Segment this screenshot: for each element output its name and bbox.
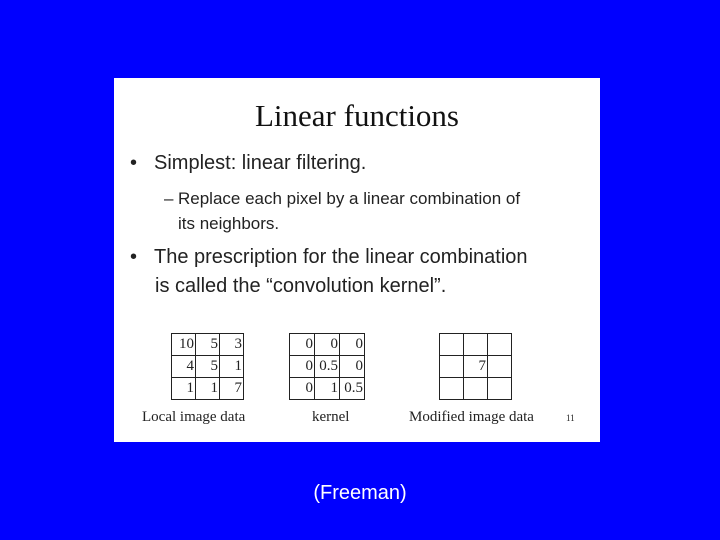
grid-cell bbox=[463, 377, 488, 400]
grid-cell bbox=[439, 333, 464, 356]
grid-cell: 4 bbox=[171, 355, 196, 378]
grid-cell: 5 bbox=[195, 333, 220, 356]
grid-cell: 1 bbox=[195, 377, 220, 400]
slide-title: Linear functions bbox=[254, 98, 459, 133]
sub-bullet-line-2: its neighbors. bbox=[178, 214, 280, 233]
grid-cell: 0.5 bbox=[314, 355, 340, 378]
grid-cell: 10 bbox=[171, 333, 196, 356]
grid-cell: 0 bbox=[289, 355, 315, 378]
grid-cell: 0.5 bbox=[339, 377, 365, 400]
grid-cell: 0 bbox=[289, 333, 315, 356]
grid-cell bbox=[487, 355, 512, 378]
bullet-2-line-2: is called the “convolution kernel”. bbox=[155, 275, 447, 297]
grid-cell: 7 bbox=[219, 377, 244, 400]
bullet-icon: • bbox=[130, 246, 138, 268]
bullet-icon: • bbox=[130, 152, 138, 174]
slide-panel: Linear functions • Simplest: linear filte… bbox=[114, 78, 600, 442]
grid-cell: 1 bbox=[171, 377, 196, 400]
grid-cell: 1 bbox=[314, 377, 340, 400]
grid-cell bbox=[439, 377, 464, 400]
grid-cell: 0 bbox=[314, 333, 340, 356]
dash-icon: – bbox=[164, 189, 174, 208]
grid-cell bbox=[439, 355, 464, 378]
credit-text: (Freeman) bbox=[313, 482, 407, 504]
caption-kernel: kernel bbox=[312, 409, 350, 425]
grid-cell: 0 bbox=[339, 355, 365, 378]
grid-cell bbox=[463, 333, 488, 356]
grid-cell bbox=[487, 377, 512, 400]
caption-local-image-data: Local image data bbox=[142, 409, 246, 425]
sub-bullet-line-1: Replace each pixel by a linear combinati… bbox=[178, 189, 521, 208]
bullet-2: • The prescription for the linear combina… bbox=[130, 243, 528, 301]
sub-bullet: –Replace each pixel by a linear combinat… bbox=[164, 186, 520, 236]
grid-cell bbox=[487, 333, 512, 356]
local-image-data-grid: 10 5 3 4 5 1 1 1 7 bbox=[171, 333, 244, 400]
grid-cell: 7 bbox=[463, 355, 488, 378]
bullet-1-text: Simplest: linear filtering. bbox=[154, 152, 367, 174]
grid-cell: 0 bbox=[339, 333, 365, 356]
kernel-grid: 0 0 0 0 0.5 0 0 1 0.5 bbox=[289, 333, 365, 400]
page-number: 11 bbox=[566, 413, 575, 423]
grid-cell: 0 bbox=[289, 377, 315, 400]
grid-cell: 3 bbox=[219, 333, 244, 356]
caption-modified-image-data: Modified image data bbox=[409, 409, 534, 425]
grid-cell: 1 bbox=[219, 355, 244, 378]
modified-image-data-grid: 7 bbox=[439, 333, 512, 400]
bullet-1: • Simplest: linear filtering. bbox=[130, 152, 366, 175]
grid-cell: 5 bbox=[195, 355, 220, 378]
bullet-2-line-1: The prescription for the linear combinat… bbox=[154, 246, 528, 268]
